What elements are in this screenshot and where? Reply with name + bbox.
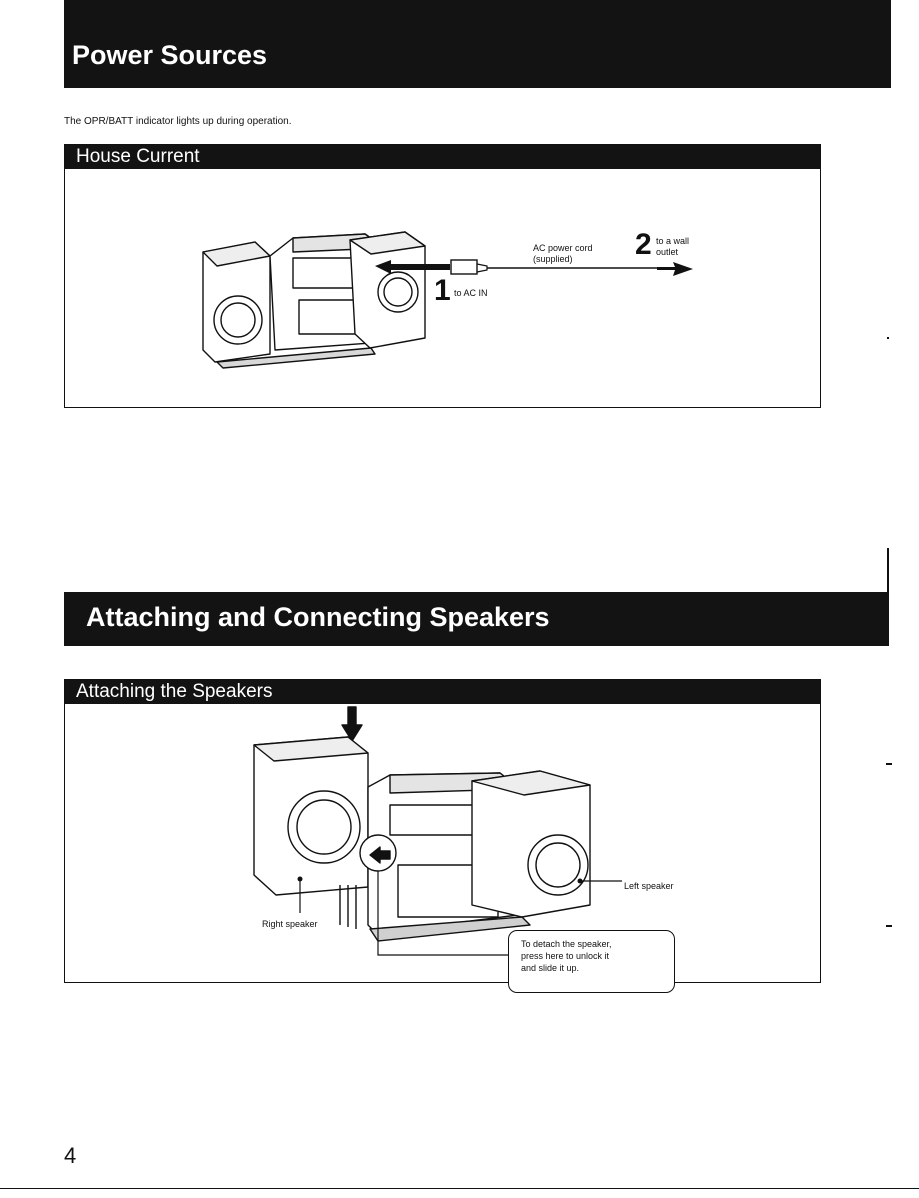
speakers-title-bar: Attaching and Connecting Speakers: [64, 592, 889, 646]
ac-cord-label-line1: AC power cord: [533, 243, 593, 254]
detach-speaker-callout: To detach the speaker, press here to unl…: [508, 930, 675, 993]
step2-label-line2: outlet: [656, 247, 689, 258]
step1-label: to AC IN: [454, 288, 488, 299]
attaching-speakers-heading: Attaching the Speakers: [65, 680, 820, 704]
intro-text: The OPR/BATT indicator lights up during …: [64, 116, 292, 127]
right-speaker-label: Right speaker: [262, 919, 318, 930]
ac-cord-label-line2: (supplied): [533, 254, 593, 265]
margin-mark: [887, 337, 889, 339]
left-speaker-label: Left speaker: [624, 881, 674, 892]
step2-label-line1: to a wall: [656, 236, 689, 247]
step2-label: to a wall outlet: [656, 236, 689, 258]
power-sources-title-bar: Power Sources: [64, 0, 891, 88]
step1-number: 1: [434, 276, 451, 306]
section-edge-mark: [887, 548, 889, 594]
callout-line2: press here to unlock it: [521, 950, 662, 962]
margin-mark: [886, 925, 892, 927]
house-current-heading: House Current: [65, 145, 820, 169]
page-number: 4: [64, 1143, 76, 1169]
ac-power-cord-label: AC power cord (supplied): [533, 243, 593, 265]
speakers-section-title: Attaching and Connecting Speakers: [86, 602, 550, 633]
callout-line1: To detach the speaker,: [521, 938, 662, 950]
margin-mark: [886, 763, 892, 765]
bottom-rule: [0, 1188, 919, 1189]
page-title: Power Sources: [72, 40, 267, 71]
callout-line3: and slide it up.: [521, 962, 662, 974]
step2-number: 2: [635, 230, 652, 260]
